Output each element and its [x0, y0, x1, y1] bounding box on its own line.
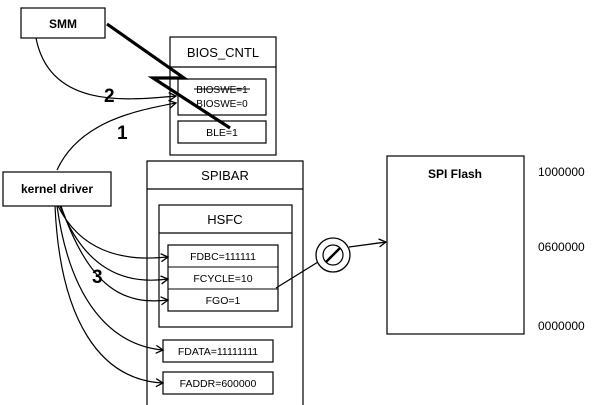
hsfc-register: HSFC FDBC=111111 FCYCLE=10 FGO=1	[158, 204, 293, 328]
step-1-label: 1	[117, 123, 128, 144]
kernel-driver-label: kernel driver	[21, 182, 93, 196]
step-3-label: 3	[92, 267, 103, 288]
spibar-register: SPIBAR HSFC FDBC=111111 FCYCLE=10 FGO=1 …	[146, 160, 304, 405]
spi-flash-label: SPI Flash	[428, 167, 482, 181]
smm-label: SMM	[49, 17, 77, 31]
address-top: 1000000	[538, 165, 585, 179]
hsfc-title: HSFC	[207, 212, 242, 227]
address-mid: 0600000	[538, 240, 585, 254]
spibar-title: SPIBAR	[201, 168, 249, 183]
smm-node: SMM	[20, 7, 106, 39]
arrow-to-faddr	[54, 205, 165, 388]
fcycle-label: FCYCLE=10	[193, 273, 252, 285]
bioswe-field	[177, 78, 267, 116]
arrow-step-2	[35, 37, 178, 102]
arrow-to-fdata	[56, 205, 165, 354]
bios-cntl-register: BIOS_CNTL BIOSWE=1 BIOSWE=0 BLE=1	[169, 36, 277, 156]
step-2-label: 2	[104, 86, 115, 107]
arrow-step-1	[56, 99, 178, 171]
blocked-write-link	[275, 237, 388, 289]
ble-label: BLE=1	[206, 127, 238, 139]
address-bottom: 0000000	[538, 319, 585, 333]
fdbc-label: FDBC=111111	[190, 251, 256, 263]
fdata-label: FDATA=11111111	[178, 346, 258, 358]
faddr-label: FADDR=600000	[180, 378, 257, 390]
smm-interrupt-bolt	[106, 22, 231, 130]
bioswe-new-value: BIOSWE=0	[196, 99, 248, 110]
bioswe-old-value: BIOSWE=1	[196, 85, 248, 96]
fgo-label: FGO=1	[206, 295, 241, 307]
arrows-step-3	[54, 205, 170, 388]
arrow-to-fcycle	[59, 205, 170, 285]
bios-cntl-title: BIOS_CNTL	[187, 45, 259, 60]
arrow-to-fgo	[60, 205, 170, 306]
spi-flash-node: SPI Flash	[386, 155, 525, 335]
kernel-driver-node: kernel driver	[2, 171, 112, 207]
